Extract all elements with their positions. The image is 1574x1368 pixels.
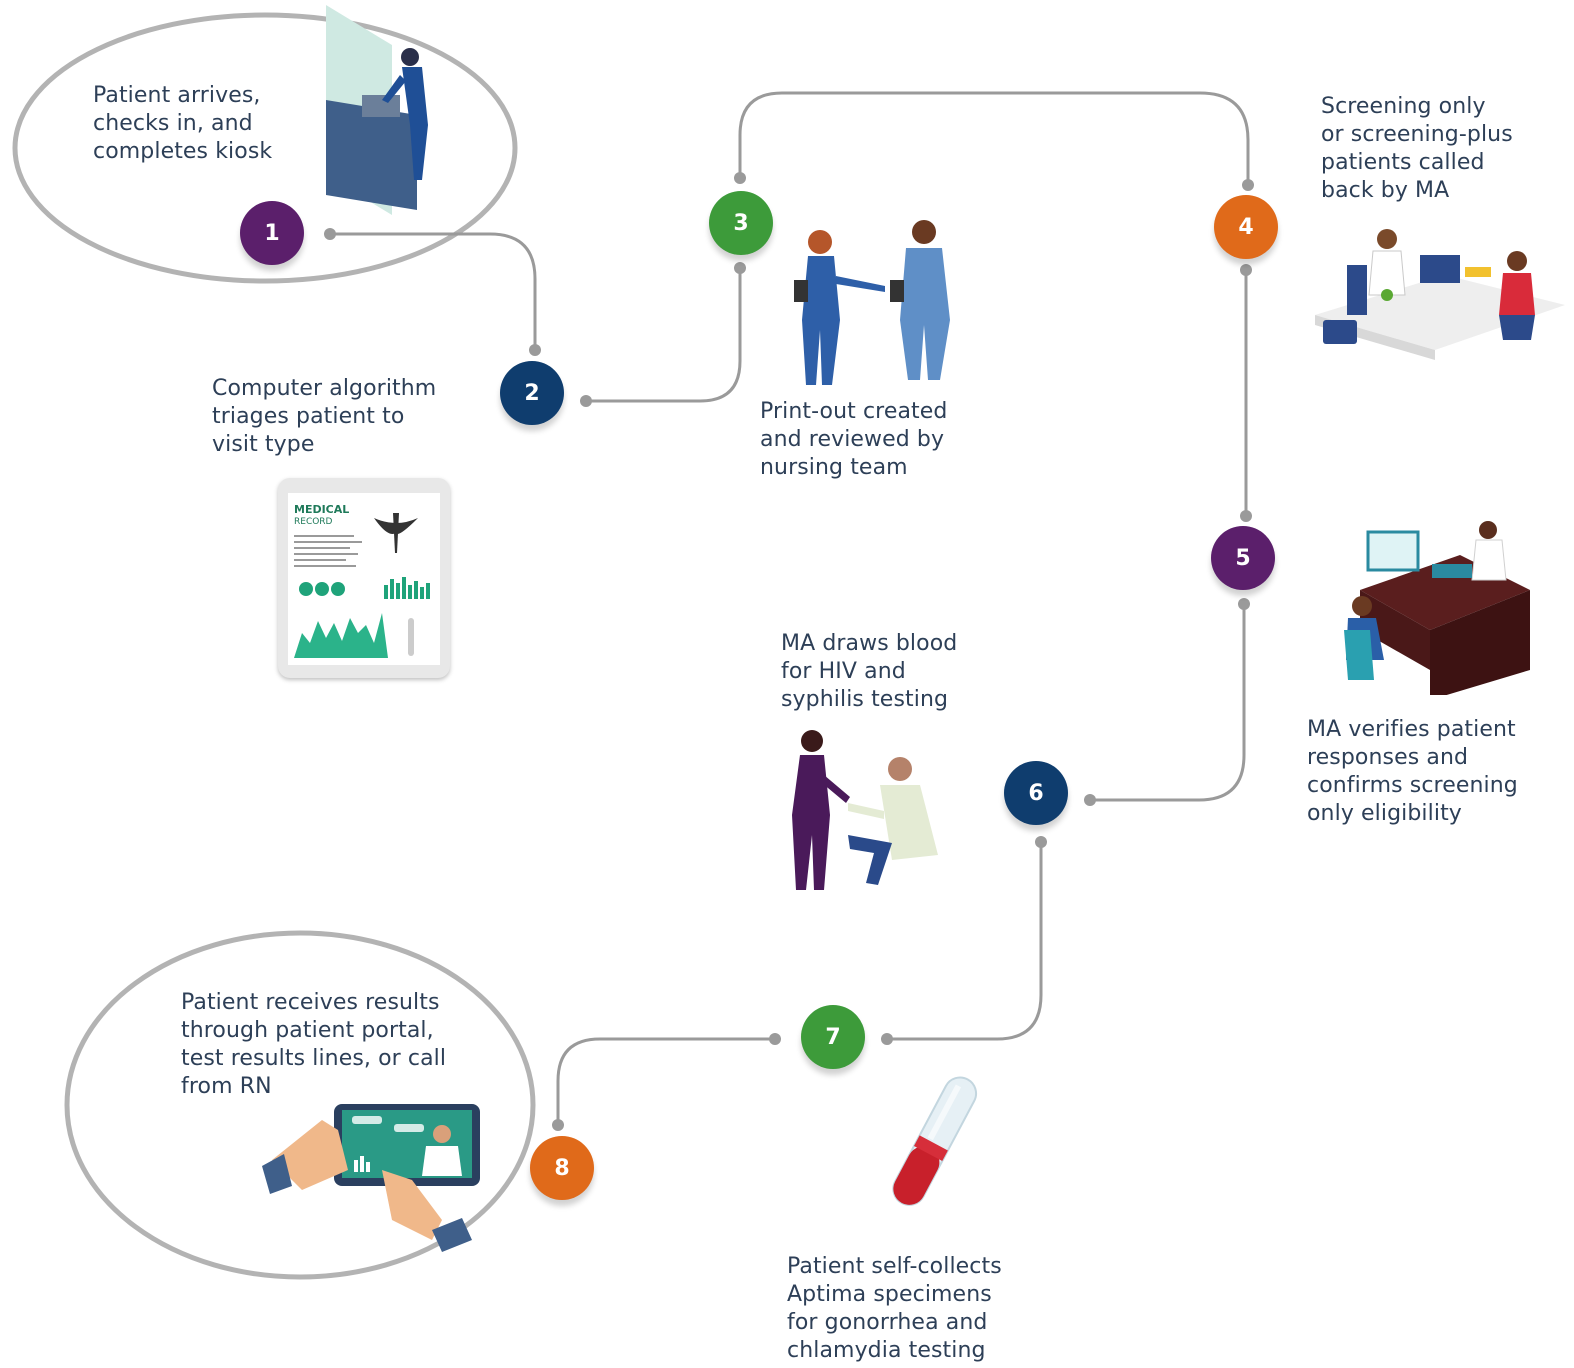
connector-2-3 xyxy=(586,268,742,403)
step-text-7: Patient self-collects Aptima specimens f… xyxy=(787,1254,1002,1363)
doctor-desk-icon xyxy=(1315,229,1565,360)
step-badge-5: 5 xyxy=(1211,526,1275,590)
medical-record-tablet-icon: MEDICAL RECORD xyxy=(278,478,450,678)
medical-record-title: MEDICAL xyxy=(294,503,350,516)
step-badge-2: 2 xyxy=(500,361,564,425)
highlight-ellipse-step-8 xyxy=(64,930,536,1280)
ma-computer-desk-icon xyxy=(1344,521,1530,695)
step-text-2: Computer algorithm triages patient to vi… xyxy=(212,376,437,457)
test-tube-icon xyxy=(892,1076,978,1206)
tablet-screen: MEDICAL RECORD xyxy=(288,493,440,665)
step-text-5: MA verifies patient responses and confir… xyxy=(1307,717,1518,826)
connector-7-8 xyxy=(556,1037,775,1125)
step-text-3: Print-out created and reviewed by nursin… xyxy=(760,399,948,480)
step-badge-8: 8 xyxy=(530,1136,594,1200)
connector-3-4 xyxy=(738,91,1250,185)
kiosk-icon xyxy=(326,5,428,215)
highlight-ellipse-step-1 xyxy=(12,12,518,284)
medical-record-subtitle: RECORD xyxy=(294,517,333,527)
blood-draw-icon xyxy=(792,730,938,890)
tablet-portal-icon xyxy=(262,1104,480,1252)
step-badge-7: 7 xyxy=(801,1005,865,1069)
step-text-8: Patient receives results through patient… xyxy=(181,990,447,1099)
step-badge-4: 4 xyxy=(1214,195,1278,259)
connector-6-7 xyxy=(887,842,1043,1041)
connector-5-6 xyxy=(1090,604,1246,802)
connector-1-2 xyxy=(330,232,537,350)
step-badge-3: 3 xyxy=(709,191,773,255)
step-text-1: Patient arrives, checks in, and complete… xyxy=(93,83,273,164)
step-badge-1: 1 xyxy=(240,201,304,265)
step-text-6: MA draws blood for HIV and syphilis test… xyxy=(781,631,958,712)
nurses-icon xyxy=(794,220,950,385)
step-text-4: Screening only or screening-plus patient… xyxy=(1321,94,1513,203)
step-badge-6: 6 xyxy=(1004,761,1068,825)
